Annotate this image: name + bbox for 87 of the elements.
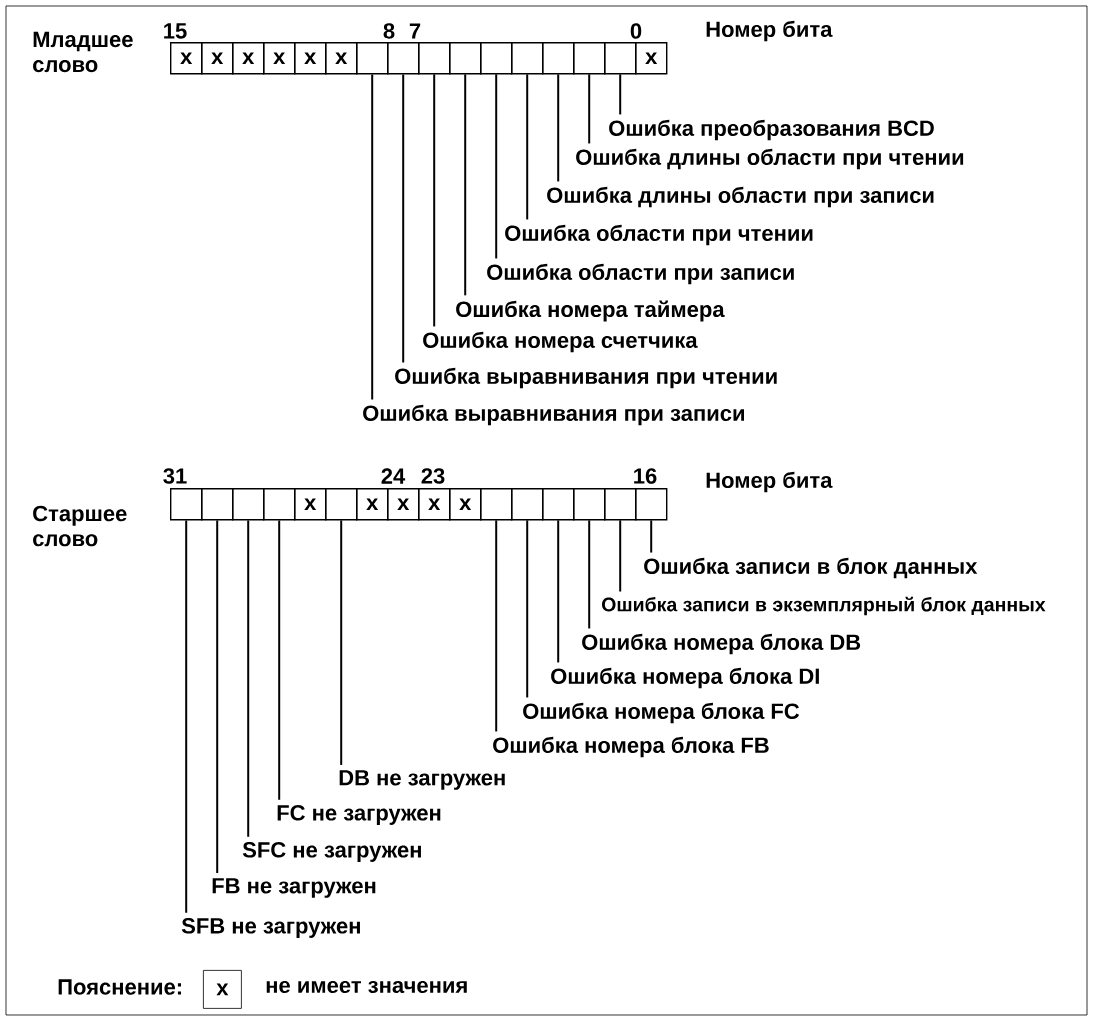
bit-description: Ошибка выравнивания при записи <box>363 404 744 426</box>
leader-line <box>495 519 498 733</box>
bit-cell <box>542 42 575 75</box>
bit-cell <box>263 488 296 521</box>
bit-cell <box>449 42 482 75</box>
leader-line <box>526 73 529 221</box>
bit-number: 15 <box>164 23 187 39</box>
leader-line <box>464 73 467 297</box>
bit-number: 8 <box>383 23 395 39</box>
legend-box: x <box>203 970 242 1009</box>
bit-cell: x <box>418 488 451 521</box>
bit-cell <box>170 488 203 521</box>
bit-cell: x <box>201 42 234 75</box>
bit-cell: x <box>387 488 420 521</box>
bit-description: Ошибка области при записи <box>487 263 794 285</box>
leader-line <box>185 519 188 914</box>
leader-line <box>247 519 250 838</box>
bit-cell <box>387 42 420 75</box>
leader-line <box>588 519 591 630</box>
bit-cell <box>511 488 544 521</box>
legend-caption: Пояснение: <box>58 979 181 995</box>
bit-cell: x <box>325 42 358 75</box>
bit-cell: x <box>294 42 327 75</box>
bit-cell <box>232 488 265 521</box>
leader-line <box>495 73 498 260</box>
bit-cell <box>201 488 234 521</box>
bit-description: Ошибка преобразования BCD <box>609 119 934 141</box>
leader-line <box>557 519 560 664</box>
leader-line <box>526 519 529 699</box>
bit-description: FC не загружен <box>277 805 441 825</box>
bit-cell <box>356 42 389 75</box>
bit-description: SFB не загружен <box>181 918 360 938</box>
bit-description: Ошибка номера счетчика <box>423 331 698 353</box>
bit-description: Ошибка номера таймера <box>456 300 725 322</box>
legend-text: не имеет значения <box>266 980 467 994</box>
bit-description: Ошибка номера блока DB <box>582 633 861 655</box>
leader-line <box>402 73 405 364</box>
leader-line <box>557 73 560 183</box>
leader-line <box>371 73 374 401</box>
bit-cell <box>573 42 606 75</box>
leader-line <box>650 519 653 554</box>
bit-cell: x <box>356 488 389 521</box>
bit-cell: x <box>263 42 296 75</box>
leader-line <box>433 73 436 328</box>
heading: Номер бита <box>706 471 833 493</box>
bit-cell: x <box>232 42 265 75</box>
bit-description: DB не загружен <box>339 770 505 790</box>
bit-cell <box>418 42 451 75</box>
bit-cell <box>480 42 513 75</box>
bit-cell <box>604 488 637 521</box>
bit-number: 7 <box>409 23 421 39</box>
bit-number: 23 <box>421 468 445 484</box>
bit-number: 0 <box>630 23 642 39</box>
bit-cell: x <box>449 488 482 521</box>
bit-cell <box>573 488 606 521</box>
bit-cell: x <box>294 488 327 521</box>
bit-description: Ошибка длины области при чтении <box>576 148 964 170</box>
bit-cell <box>635 488 668 521</box>
bit-description: Ошибка выравнивания при чтении <box>395 367 777 389</box>
bit-description: Ошибка области при чтении <box>505 224 813 246</box>
bit-number: 24 <box>381 468 406 484</box>
bit-number: 16 <box>634 468 657 484</box>
bit-cell: x <box>635 42 668 75</box>
bit-description: FB не загружен <box>212 878 376 898</box>
bit-cell <box>325 488 358 521</box>
bit-description: Ошибка номера блока FC <box>523 702 800 724</box>
leader-line <box>278 519 281 801</box>
bit-description: Ошибка длины области при записи <box>547 186 934 208</box>
bit-description: Ошибка записи в экземплярный блок данных <box>602 596 1046 616</box>
heading: Номер бита <box>706 20 833 42</box>
bit-description: Ошибка записи в блок данных <box>644 557 978 579</box>
bit-cell <box>604 42 637 75</box>
leader-line <box>619 73 622 116</box>
leader-line <box>340 519 343 766</box>
bit-description: Ошибка номера блока FB <box>493 736 769 758</box>
word-label: Младшее слово <box>33 31 133 73</box>
leader-line <box>619 519 622 593</box>
leader-line <box>216 519 219 874</box>
leader-line <box>588 73 591 145</box>
word-label: Старшее слово <box>33 505 127 547</box>
bit-cell: x <box>170 42 203 75</box>
bit-cell <box>542 488 575 521</box>
bit-cell <box>480 488 513 521</box>
bit-number: 31 <box>163 468 187 484</box>
bit-cell <box>511 42 544 75</box>
bit-description: SFC не загружен <box>242 842 421 862</box>
bit-description: Ошибка номера блока DI <box>551 667 819 689</box>
